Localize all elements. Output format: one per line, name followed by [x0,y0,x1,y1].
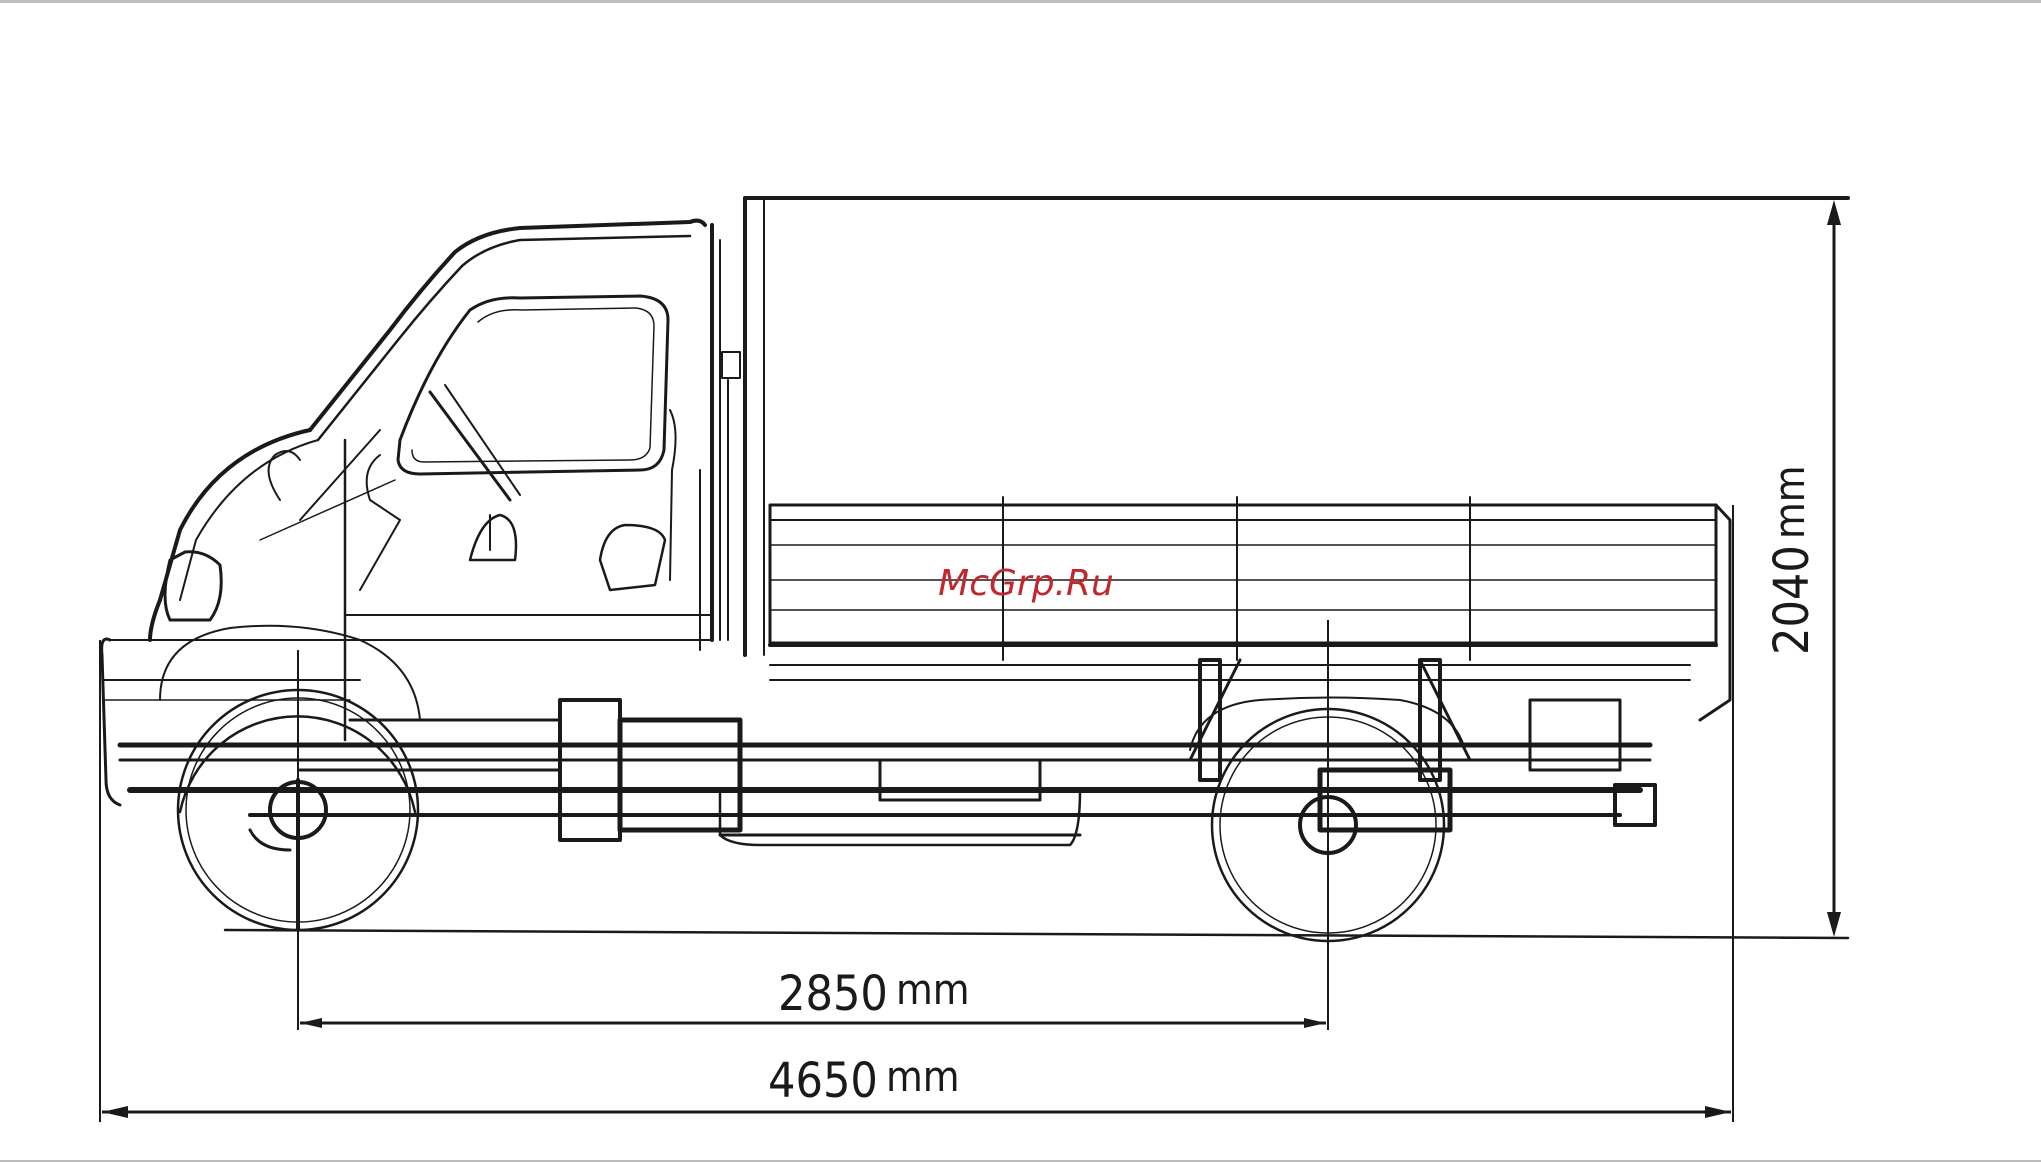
wheelbase-value: 2850 [778,966,888,1022]
height-arrow-bottom [1827,912,1841,937]
cargo-bed [770,497,1730,720]
height-unit: mm [1765,465,1814,539]
length-arrow-left [102,1106,128,1118]
height-label: 2040 mm [1764,465,1820,655]
front-wheel [160,626,420,930]
height-arrow-top [1827,200,1841,225]
wheelbase-arrow-left [300,1018,322,1028]
wheelbase-arrow-right [1304,1018,1326,1028]
wheelbase-unit: mm [896,965,970,1014]
cargo-box [745,198,1848,655]
height-value: 2040 [1764,545,1820,655]
length-arrow-right [1705,1106,1731,1118]
length-value: 4650 [768,1053,878,1109]
front-bumper [102,639,360,805]
cab [150,221,740,740]
ground-line [225,930,1848,938]
watermark-text: McGrp.Ru [938,563,1114,604]
dimension-lines [100,198,1848,1122]
chassis [120,660,1655,850]
length-unit: mm [886,1052,960,1101]
